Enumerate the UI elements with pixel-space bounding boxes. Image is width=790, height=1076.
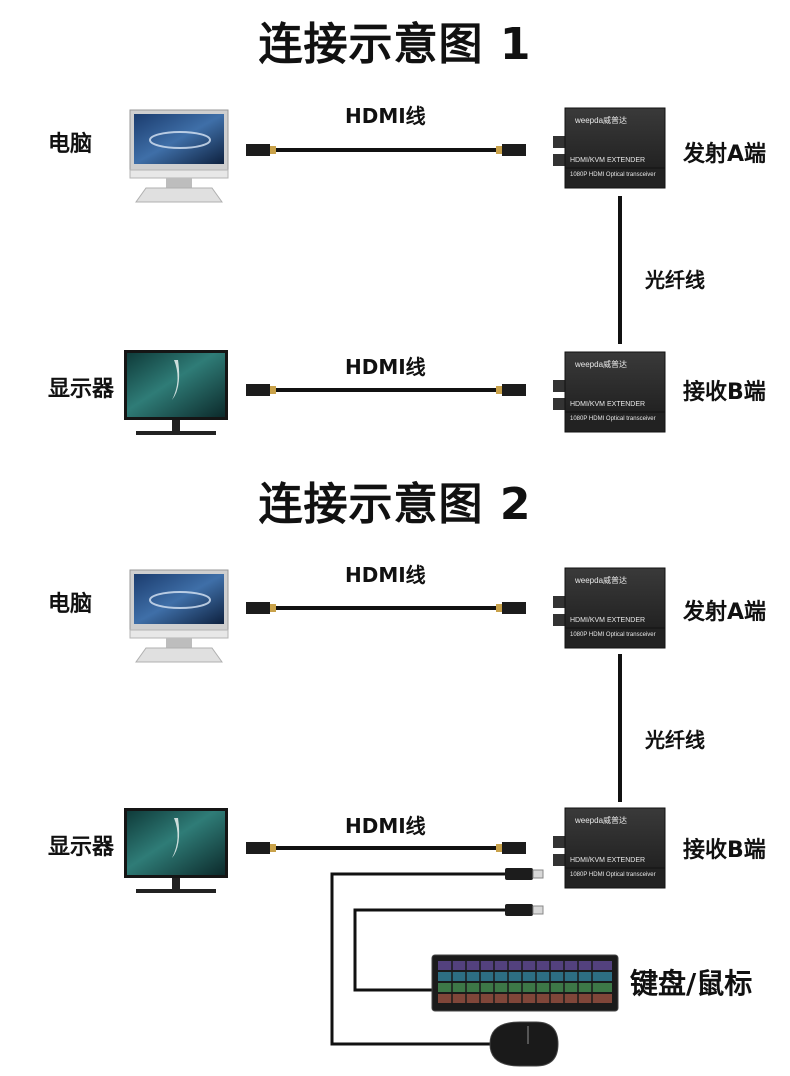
pc-label: 电脑 (48, 132, 93, 157)
fiber-cable-label: 光纤线 (645, 728, 705, 752)
device-desc: 1080P HDMI Optical transceiver (570, 872, 656, 878)
peripherals-label: 键盘/鼠标 (630, 967, 753, 1000)
device-model: HDMI/KVM EXTENDER (570, 617, 645, 624)
hdmi-cable-label: HDMI线 (345, 814, 426, 838)
hdmi-cable-label: HDMI线 (345, 563, 426, 587)
receiver-label: 接收B端 (683, 838, 766, 863)
hdmi-cable-label: HDMI线 (345, 355, 426, 379)
transmitter-label: 发射A端 (683, 142, 767, 167)
device-model: HDMI/KVM EXTENDER (570, 401, 645, 408)
mouse-icon (489, 1021, 559, 1067)
transmitter-label: 发射A端 (683, 600, 767, 625)
keyboard-icon (431, 954, 619, 1012)
hdmi-cable-label: HDMI线 (345, 104, 426, 128)
diagram-2-title: 连接示意图 2 (258, 479, 532, 530)
device-brand: weepda威普达 (574, 115, 627, 125)
receiver-label: 接收B端 (683, 380, 766, 405)
device-model: HDMI/KVM EXTENDER (570, 857, 645, 864)
device-brand: weepda威普达 (574, 815, 627, 825)
device-model: HDMI/KVM EXTENDER (570, 157, 645, 164)
device-desc: 1080P HDMI Optical transceiver (570, 172, 656, 178)
device-desc: 1080P HDMI Optical transceiver (570, 632, 656, 638)
device-brand: weepda威普达 (574, 575, 627, 585)
device-brand: weepda威普达 (574, 359, 627, 369)
device-desc: 1080P HDMI Optical transceiver (570, 416, 656, 422)
monitor-label: 显示器 (48, 835, 115, 860)
diagram-1-title: 连接示意图 1 (258, 19, 532, 70)
pc-label: 电脑 (48, 592, 93, 617)
fiber-cable-label: 光纤线 (645, 268, 705, 292)
monitor-label: 显示器 (48, 377, 115, 402)
